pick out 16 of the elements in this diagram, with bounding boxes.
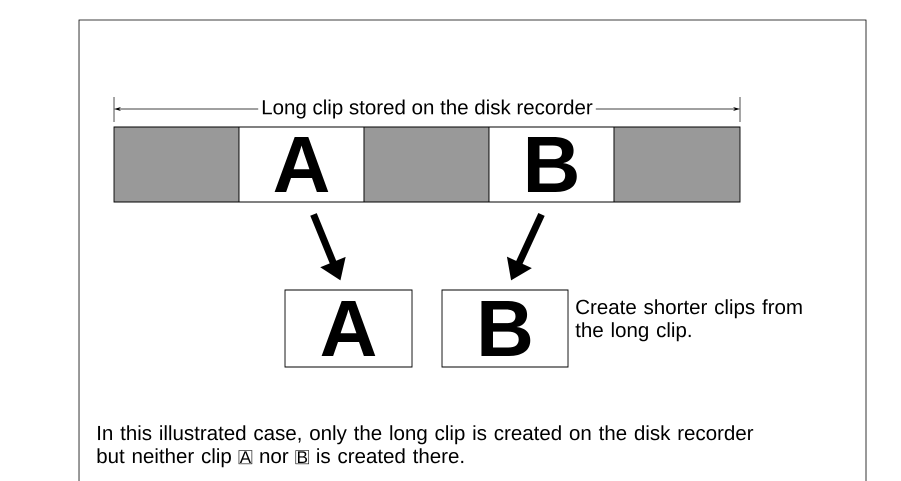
dimension-label: Long clip stored on the disk recorder xyxy=(258,99,596,119)
label: B xyxy=(298,451,308,464)
clip-box: B xyxy=(442,290,568,368)
clip-segment xyxy=(614,126,740,202)
label: nor xyxy=(260,452,288,464)
label: A xyxy=(240,451,252,464)
caption-text: Create shorter clips from the long clip. xyxy=(576,299,802,342)
clip-box: B xyxy=(488,126,614,202)
label: In this illustrated case, only the long clip is created on the disk recorder xyxy=(98,425,754,444)
label: but neither clip xyxy=(98,448,231,468)
clip-box: A xyxy=(284,290,412,368)
clip-segment xyxy=(114,126,240,202)
clip-box: A xyxy=(238,126,364,202)
label: is created there. xyxy=(317,448,464,464)
note-text: In this illustrated case, only the long clip is created on the disk recorder but neither clip A nor B is created there. xyxy=(98,425,754,468)
clip-segment xyxy=(364,126,490,202)
